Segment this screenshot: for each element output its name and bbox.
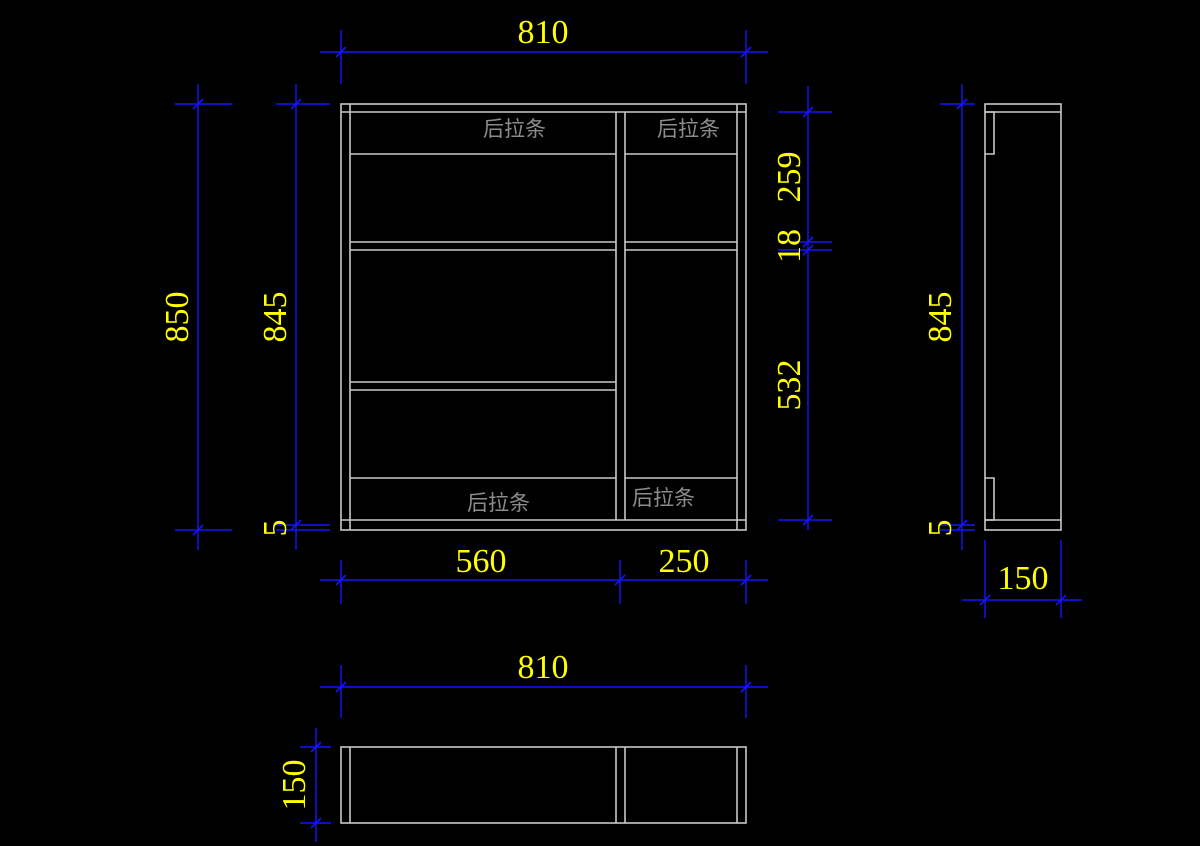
dim-bottom-offset: 5 [257, 520, 294, 537]
dim-tick [802, 236, 814, 248]
dim-tick [310, 741, 322, 753]
cabinet-outline [340, 103, 747, 531]
dim-tick [290, 98, 302, 110]
dim-shelf-thickness: 18 [771, 229, 808, 263]
dim-tick [1055, 594, 1067, 606]
dim-top-view-width: 810 [518, 649, 569, 686]
dim-tick [802, 514, 814, 526]
dim-tick [335, 574, 347, 586]
top-view [340, 746, 747, 824]
dim-tick [614, 574, 626, 586]
side-outline [984, 103, 1062, 531]
dim-side-height: 845 [922, 292, 959, 343]
dim-right-bay-width: 250 [659, 543, 710, 580]
side-dimensions: 845 5 150 [922, 84, 1082, 618]
dim-tick [956, 519, 968, 531]
dim-tick [956, 98, 968, 110]
dim-tick [740, 46, 752, 58]
top-outline [340, 746, 747, 824]
dim-left-bay-width: 560 [456, 543, 507, 580]
dim-tick [802, 244, 814, 256]
dim-tick [290, 519, 302, 531]
top-view-dimensions: 810 150 [276, 649, 768, 842]
dim-tick [802, 106, 814, 118]
side-back-rail-top [985, 111, 995, 155]
side-view [984, 103, 1062, 531]
dim-tick [310, 817, 322, 829]
back-rail-note: 后拉条 [657, 117, 720, 141]
dim-tick [192, 524, 204, 536]
dim-side-bottom-offset: 5 [922, 520, 959, 537]
dim-tick [335, 681, 347, 693]
front-dimensions: 810 850 845 5 560 250 [159, 14, 832, 604]
back-rail-note: 后拉条 [467, 491, 530, 515]
dim-top-view-depth: 150 [276, 760, 313, 811]
dim-tick [192, 98, 204, 110]
dim-overall-height: 850 [159, 292, 196, 343]
dim-inner-height: 845 [257, 292, 294, 343]
back-rail-note: 后拉条 [483, 117, 546, 141]
dim-side-depth: 150 [998, 560, 1049, 597]
dim-tick [335, 46, 347, 58]
dim-tick [740, 574, 752, 586]
dim-upper-compartment: 259 [771, 152, 808, 203]
dim-lower-compartment: 532 [771, 360, 808, 411]
dim-tick [740, 681, 752, 693]
front-view: 后拉条 后拉条 后拉条 后拉条 [340, 103, 747, 531]
dim-top-width: 810 [518, 14, 569, 51]
dim-tick [979, 594, 991, 606]
side-back-rail-bottom [985, 477, 995, 521]
back-rail-note: 后拉条 [632, 486, 695, 510]
